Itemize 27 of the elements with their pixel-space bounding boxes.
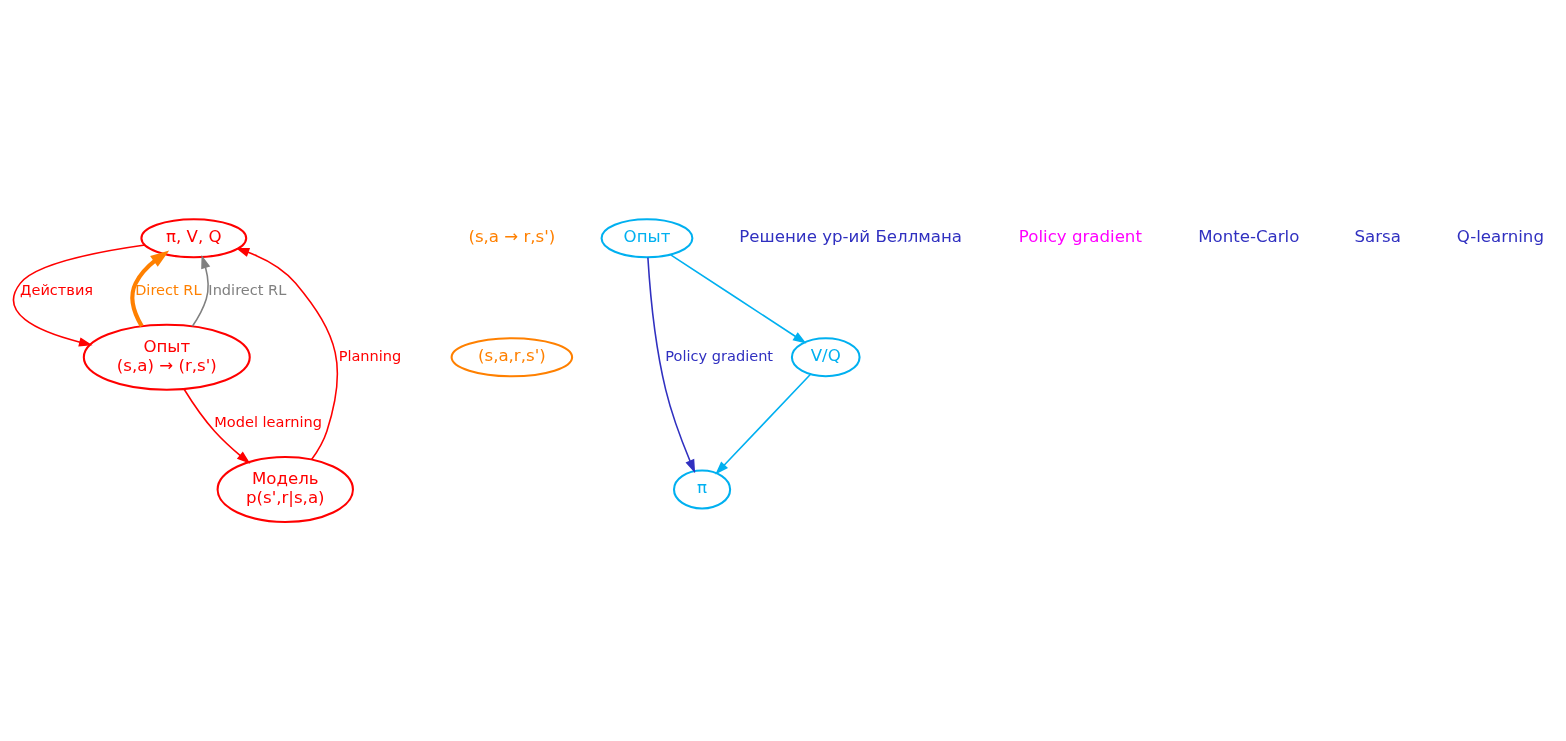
edge-label: Model learning xyxy=(214,413,322,431)
label: (s,a → r,s') xyxy=(468,227,556,247)
edge-label: Planning xyxy=(338,347,402,365)
edge-label: Policy gradient xyxy=(665,347,774,365)
arrow xyxy=(191,255,211,327)
arrow xyxy=(235,247,339,461)
arrow xyxy=(715,373,812,475)
label: Решение ур-ий Беллмана xyxy=(739,227,963,247)
label: Q-learning xyxy=(1456,227,1544,247)
edge-label: Direct RL xyxy=(135,281,202,298)
node-ellipse: (s,a,r,s') xyxy=(450,337,574,378)
label: Policy gradient xyxy=(1018,227,1142,247)
edge-label: Indirect RL xyxy=(208,281,287,298)
node-ellipse: V/Q xyxy=(790,337,861,378)
node-ellipse: Опыт xyxy=(600,218,694,259)
arrow xyxy=(130,250,170,328)
edge-label: Действия xyxy=(20,281,94,298)
node-ellipse: Модель p(s',r|s,a) xyxy=(216,456,354,523)
node-ellipse: π, V, Q xyxy=(140,218,248,259)
node-ellipse: Опыт (s,a) → (r,s') xyxy=(82,323,251,391)
label: Monte-Carlo xyxy=(1198,227,1300,247)
arrow xyxy=(669,254,807,344)
label: Sarsa xyxy=(1354,227,1401,247)
arrow xyxy=(647,256,696,474)
arrow xyxy=(183,388,251,464)
node-ellipse: π xyxy=(672,469,732,510)
arrow xyxy=(12,244,146,347)
